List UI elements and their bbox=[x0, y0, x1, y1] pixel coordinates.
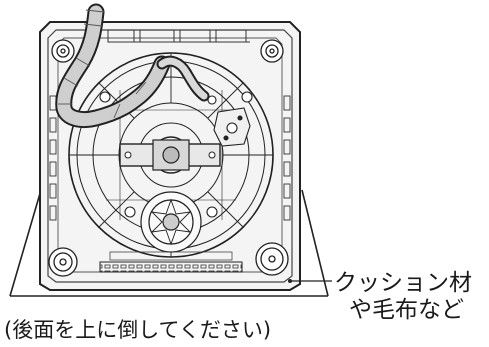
valve-assembly bbox=[213, 107, 251, 147]
pulley bbox=[140, 191, 202, 253]
callout-pointer bbox=[288, 279, 332, 283]
side-vents bbox=[49, 95, 291, 221]
caption: (後面を上に倒してください) bbox=[4, 318, 272, 342]
callout-label-line2: や毛布など bbox=[349, 297, 464, 323]
corner-feet bbox=[48, 39, 289, 277]
motor-bracket bbox=[119, 139, 221, 171]
drain-hose bbox=[55, 3, 210, 129]
callout-label-line1: クッション材 bbox=[334, 270, 472, 296]
top-brackets bbox=[107, 29, 250, 43]
bottom-grille bbox=[99, 251, 243, 273]
